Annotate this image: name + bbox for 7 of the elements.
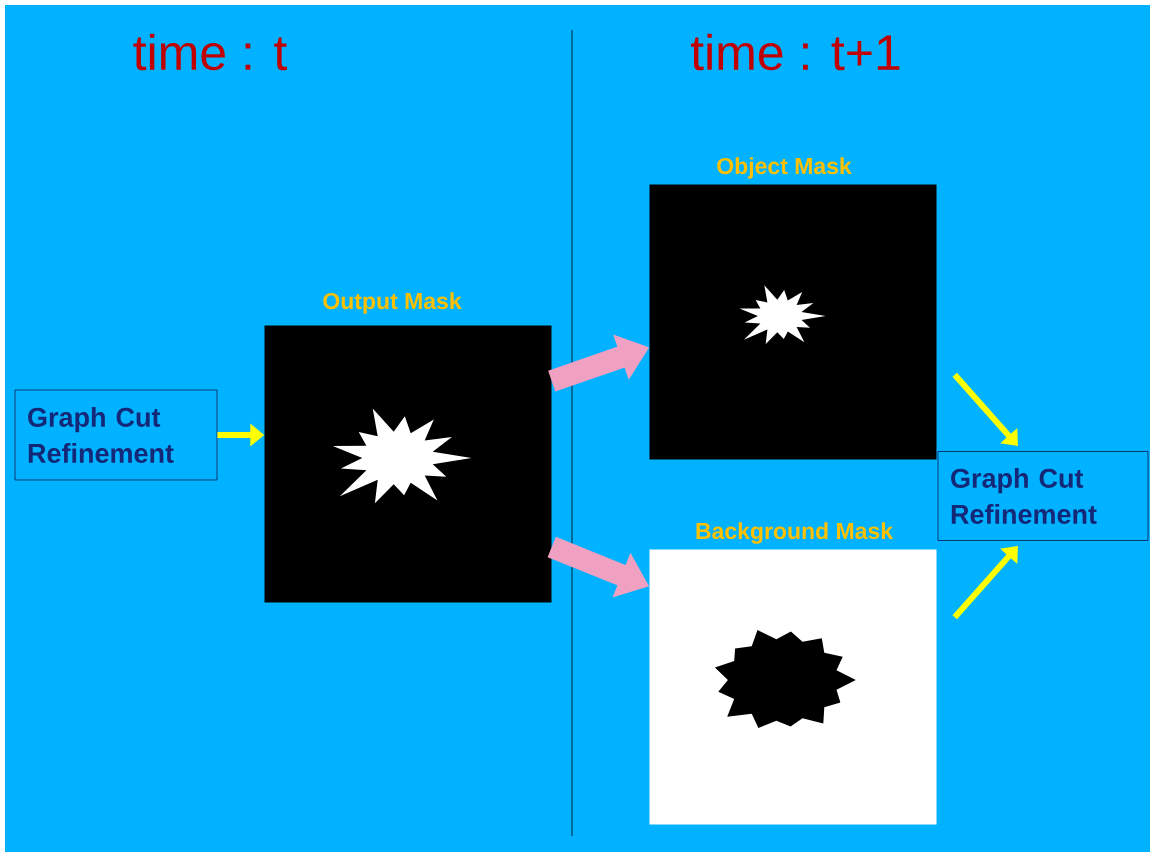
process-box: Graph Cut Refinement xyxy=(14,389,218,481)
mask-title: Object Mask xyxy=(717,157,852,179)
mask-title: Output Mask xyxy=(323,292,462,314)
process-box: Graph Cut Refinement xyxy=(937,451,1149,541)
time-label: time : t+1 xyxy=(690,33,900,71)
time-label: time : t xyxy=(133,33,287,71)
mask-title: Background Mask xyxy=(696,522,894,544)
